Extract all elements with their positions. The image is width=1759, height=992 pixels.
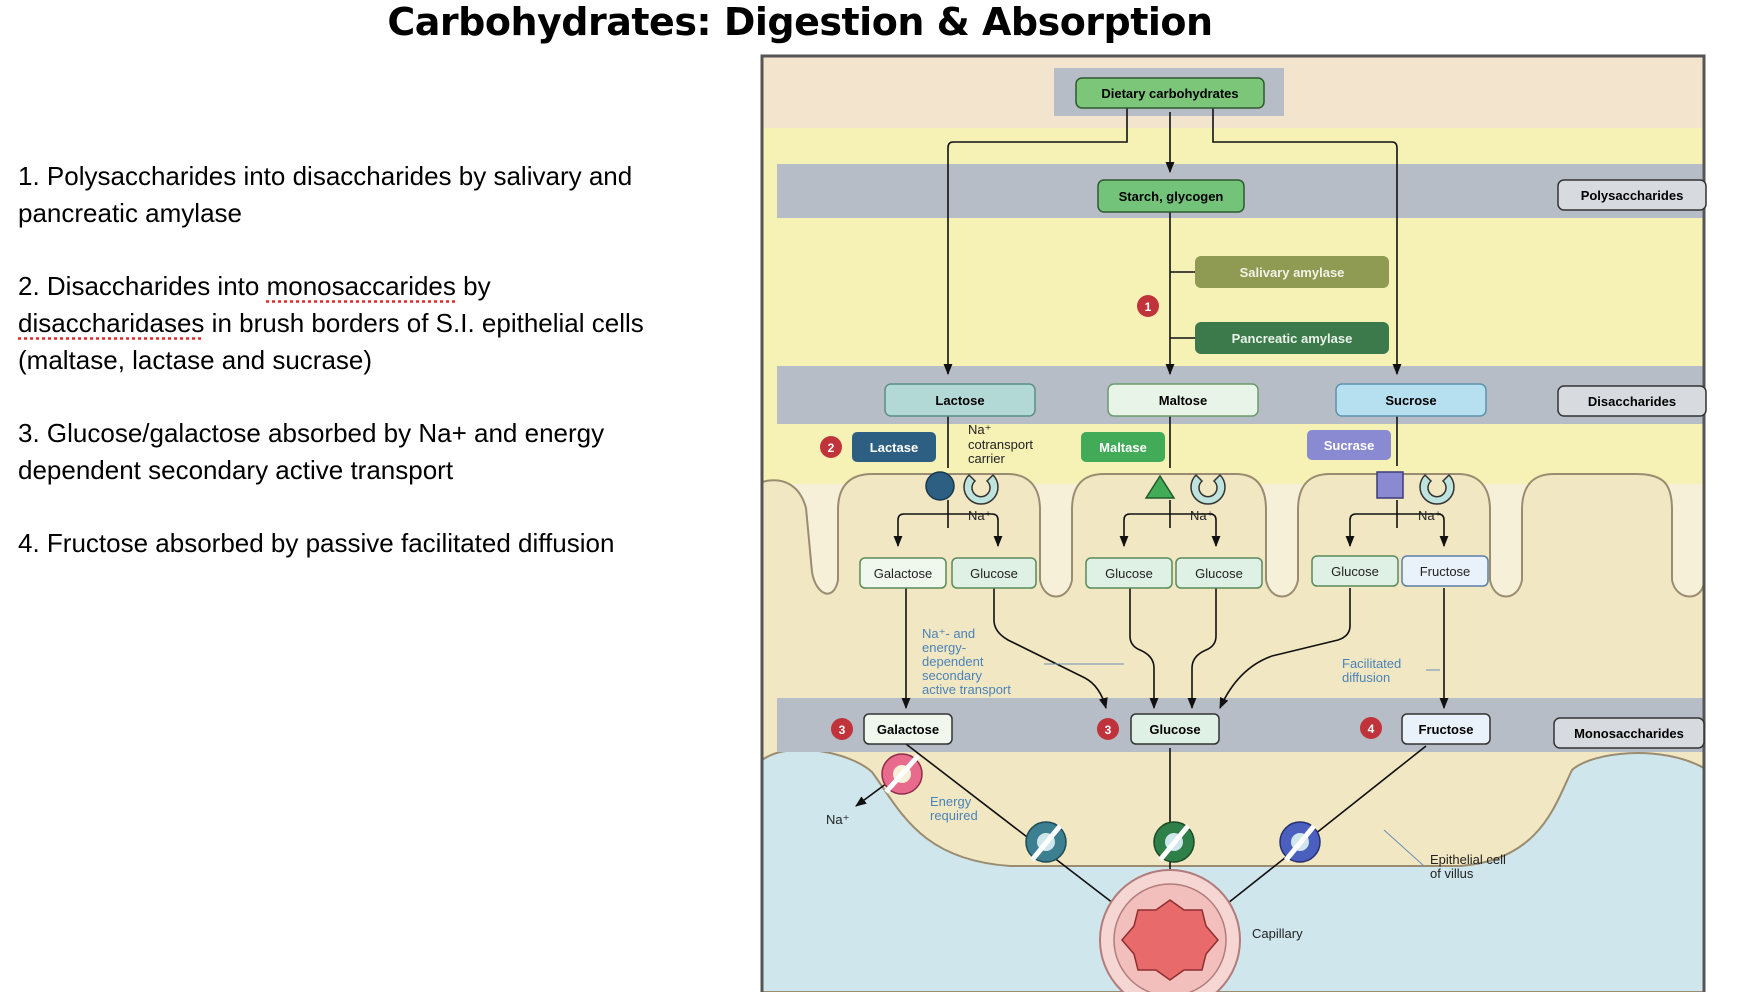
- point-2-text-a: 2. Disaccharides into: [18, 271, 260, 301]
- product-glucose-3: Glucose: [1195, 566, 1243, 581]
- polysaccharides-category-label: Polysaccharides: [1581, 188, 1684, 203]
- slide-title: Carbohydrates: Digestion & Absorption: [387, 0, 1213, 44]
- product-fructose: Fructose: [1420, 564, 1471, 579]
- monosaccharides-category-box: [1553, 717, 1705, 749]
- salivary-amylase-box: [1195, 256, 1389, 288]
- starch-glycogen-box: [1097, 179, 1245, 213]
- lactase-label: Lactase: [870, 440, 918, 455]
- maltase-enzyme-triangle: [1144, 474, 1176, 499]
- na-out-label: Na⁺: [826, 812, 849, 827]
- glucose-label: Glucose: [1149, 722, 1200, 737]
- lactose-label: Lactose: [935, 393, 984, 408]
- galactose-box: [863, 713, 953, 745]
- energy-label-1: Energy: [930, 794, 972, 809]
- product-glucose-2: Glucose: [1105, 566, 1153, 581]
- energy-label-2: required: [930, 808, 978, 823]
- enzyme-products: [859, 555, 1489, 589]
- maltose-box: [1107, 383, 1259, 417]
- point-3: 3. Glucose/galactose absorbed by Na+ and…: [18, 418, 605, 485]
- bullet-points: 1. Polysaccharides into disaccharides by…: [18, 158, 678, 598]
- svg-text:3: 3: [1105, 723, 1112, 737]
- svg-text:2: 2: [828, 441, 835, 455]
- capillary-label: Capillary: [1252, 926, 1303, 941]
- na-label-maltose: Na⁺: [1190, 508, 1213, 523]
- point-2-text-e: in brush borders of S.I. epithelial cell…: [18, 308, 644, 375]
- product-glucose-1: Glucose: [970, 566, 1018, 581]
- diagram-frame: [760, 54, 1706, 992]
- point-2: 2. Disaccharides into monosaccarides by …: [18, 268, 678, 379]
- monosaccharides-category-label: Monosaccharides: [1574, 726, 1684, 741]
- dietary-carbohydrates-label: Dietary carbohydrates: [1101, 86, 1238, 101]
- na-pump-icon: [881, 753, 923, 795]
- epithelial-label-1: Epithelial cell: [1430, 852, 1506, 867]
- maltase-box: [1081, 432, 1165, 462]
- sucrose-label: Sucrose: [1385, 393, 1436, 408]
- sucrose-box: [1335, 383, 1487, 417]
- galactose-label: Galactose: [877, 722, 939, 737]
- transport-label-1: Na⁺- and: [922, 626, 975, 641]
- point-2-text-c: by: [463, 271, 491, 301]
- svg-text:4: 4: [1368, 722, 1375, 736]
- na-label-sucrose: Na⁺: [1418, 508, 1441, 523]
- lactose-box: [884, 383, 1036, 417]
- product-galactose-1: Galactose: [874, 566, 933, 581]
- salivary-amylase-label: Salivary amylase: [1240, 265, 1345, 280]
- starch-glycogen-label: Starch, glycogen: [1119, 189, 1224, 204]
- transport-label-4: secondary: [922, 668, 982, 683]
- lactase-box: [852, 432, 936, 462]
- sucrase-enzyme-square: [1376, 471, 1404, 499]
- capillary-icon: [1099, 869, 1241, 992]
- polysaccharides-category-box: [1557, 179, 1707, 211]
- product-glucose-4: Glucose: [1331, 564, 1379, 579]
- connector-lines: [855, 108, 1449, 931]
- point-1: 1. Polysaccharides into disaccharides by…: [18, 161, 633, 228]
- basolateral-transporters: [1025, 821, 1321, 863]
- svg-text:1: 1: [1145, 300, 1152, 314]
- disaccharides-category-box: [1557, 385, 1707, 417]
- maltose-label: Maltose: [1159, 393, 1207, 408]
- transport-label-5: active transport: [922, 682, 1011, 697]
- sucrase-label: Sucrase: [1324, 438, 1375, 453]
- carrier-label-3: carrier: [968, 451, 1006, 466]
- dietary-carbohydrates-box: [1075, 77, 1265, 109]
- point-2-spellcheck-word-2: disaccharidases: [18, 308, 205, 338]
- svg-text:3: 3: [839, 723, 846, 737]
- fructose-box: [1401, 713, 1491, 745]
- fructose-label: Fructose: [1419, 722, 1474, 737]
- step-marker-4: 4: [1360, 717, 1382, 739]
- point-2-spellcheck-word-1: monosaccarides: [266, 271, 456, 301]
- point-4: 4. Fructose absorbed by passive facilita…: [18, 528, 615, 558]
- blue-villus-region: [761, 748, 1705, 992]
- step-marker-3-glucose: 3: [1097, 718, 1119, 740]
- pancreatic-amylase-box: [1195, 322, 1389, 354]
- facilitated-label-2: diffusion: [1342, 670, 1390, 685]
- carrier-label-1: Na⁺: [968, 422, 991, 437]
- epithelial-label-2: of villus: [1430, 866, 1474, 881]
- glucose-box: [1130, 713, 1220, 745]
- transport-label-2: energy-: [922, 640, 966, 655]
- transport-label-3: dependent: [922, 654, 984, 669]
- disaccharides-category-label: Disaccharides: [1588, 394, 1676, 409]
- maltase-label: Maltase: [1099, 440, 1147, 455]
- step-marker-3-galactose: 3: [831, 718, 853, 740]
- na-label-lactose: Na⁺: [968, 508, 991, 523]
- facilitated-label-1: Facilitated: [1342, 656, 1401, 671]
- pancreatic-amylase-label: Pancreatic amylase: [1232, 331, 1353, 346]
- cotransporter-icons: [963, 473, 1455, 505]
- sucrase-box: [1307, 430, 1391, 460]
- step-marker-1: 1: [1137, 295, 1159, 317]
- carrier-label-2: cotransport: [968, 437, 1033, 452]
- step-marker-2: 2: [820, 436, 842, 458]
- lactase-enzyme-circle: [925, 471, 955, 501]
- guide-lines: [1044, 663, 1440, 867]
